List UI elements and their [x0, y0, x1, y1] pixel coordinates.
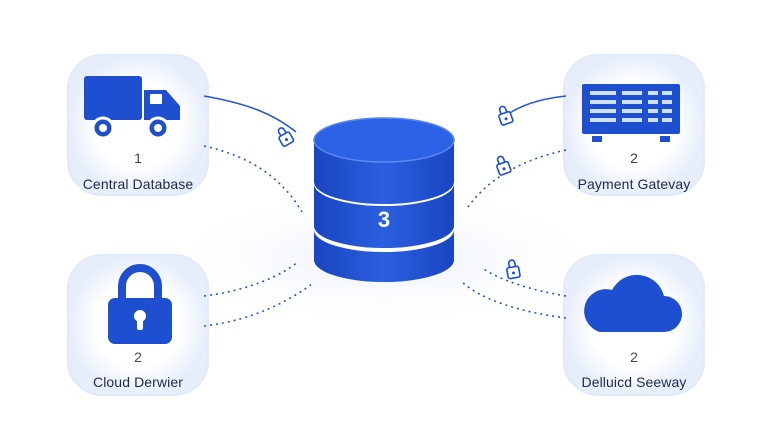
key-lock-icon: [277, 127, 295, 147]
connector-top-left-solid: [203, 95, 297, 133]
node-label-top-left: Central Database: [82, 176, 194, 192]
node-number-top-left: 1: [134, 150, 142, 166]
database-number: 3: [377, 207, 391, 232]
padlock-icon: [108, 264, 172, 344]
node-number-bottom-left: 2: [134, 349, 142, 365]
connector-top-left-dotted: [203, 145, 303, 213]
connector-bottom-left-dotted-2: [203, 283, 313, 327]
key-lock-icon: [496, 155, 512, 176]
server-rack-icon: [582, 84, 680, 142]
database-cylinder-icon: [313, 117, 455, 282]
node-number-bottom-right: 2: [630, 349, 638, 365]
node-number-top-right: 2: [630, 150, 638, 166]
truck-icon: [84, 76, 180, 140]
key-lock-icon: [498, 105, 514, 126]
cloud-icon: [584, 274, 682, 332]
connector-bottom-right-dotted-2: [461, 281, 567, 319]
node-label-top-right: Payment Gatevay: [577, 176, 691, 192]
node-label-bottom-left: Cloud Derwier: [93, 374, 183, 390]
node-label-bottom-right: Delluicd Seeway: [581, 374, 687, 390]
key-lock-icon: [506, 259, 521, 280]
